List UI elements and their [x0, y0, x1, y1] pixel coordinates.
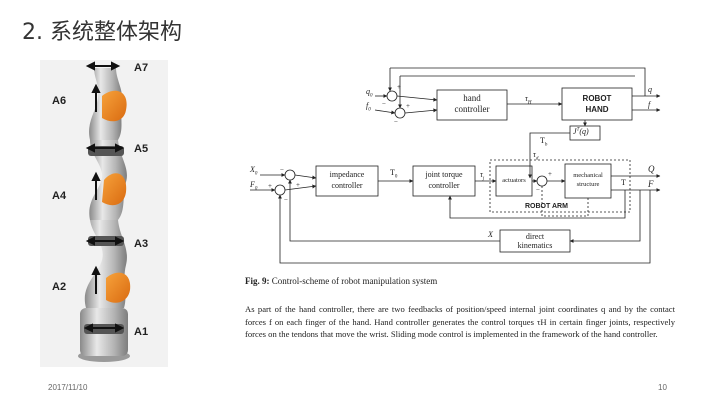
page-number: 10	[658, 383, 667, 392]
input-f0-label: f0	[366, 101, 371, 113]
tau-d-label: τd	[533, 150, 539, 162]
t0-label: T0	[390, 168, 398, 180]
input-x0-label: X0	[250, 165, 258, 177]
q-output-label: q	[648, 85, 652, 94]
tau-j-label: τj	[480, 170, 485, 182]
joint-label-a7: A7	[134, 62, 149, 74]
joint-label-a1: A1	[134, 326, 149, 338]
minus-sign-arm: −	[536, 186, 540, 194]
Q-output-label: Q	[648, 164, 655, 174]
sum-junction-q	[386, 90, 398, 102]
sum-junction-x	[284, 169, 296, 181]
joint-label-a2: A2	[52, 281, 67, 293]
joint-label-a3: A3	[134, 238, 149, 250]
plus-sign-f: +	[406, 102, 410, 110]
input-F0-label: F0	[250, 180, 258, 192]
hand-controller-block	[436, 89, 508, 121]
F-output-label: F	[648, 179, 654, 189]
joint-label-a6: A6	[52, 95, 67, 107]
plus-sign-arm: +	[548, 170, 552, 178]
robot-arm-label: ROBOT ARM	[525, 203, 568, 210]
slide-title: 2. 系统整体架构	[22, 20, 182, 45]
plus-sign-x: +	[296, 181, 300, 189]
minus-sign-F: −	[284, 196, 288, 204]
minus-sign-x: −	[280, 166, 284, 174]
robot-arm-image	[40, 60, 168, 367]
footer-date: 2017/11/10	[48, 383, 88, 392]
sum-junction-arm	[536, 175, 548, 187]
minus-sign-q: −	[382, 100, 386, 108]
t-output-label: T	[621, 178, 626, 187]
tb-label: Tb	[540, 136, 548, 148]
figure-paragraph: As part of the hand controller, there ar…	[245, 304, 675, 339]
f-output-label: f	[648, 100, 651, 109]
input-q0-label: q0	[366, 87, 373, 99]
minus-sign-f: −	[394, 118, 398, 126]
x-feedback-label: X	[488, 230, 493, 239]
actuators-label: actuators	[502, 177, 526, 184]
figure-caption: Fig. 9: Control-scheme of robot manipula…	[245, 276, 438, 286]
sum-junction-F	[274, 184, 286, 196]
tau-h-label: τH	[525, 94, 532, 106]
jacobian-label: JT(q)	[573, 127, 589, 136]
robot-arm-group	[489, 159, 631, 213]
sum-junction-f	[394, 107, 406, 119]
plus-sign-q: +	[397, 83, 401, 91]
plus-sign-F: +	[268, 182, 272, 190]
robot-arm-drawing	[78, 61, 131, 362]
joint-label-a5: A5	[134, 143, 149, 155]
joint-label-a4: A4	[52, 190, 67, 202]
